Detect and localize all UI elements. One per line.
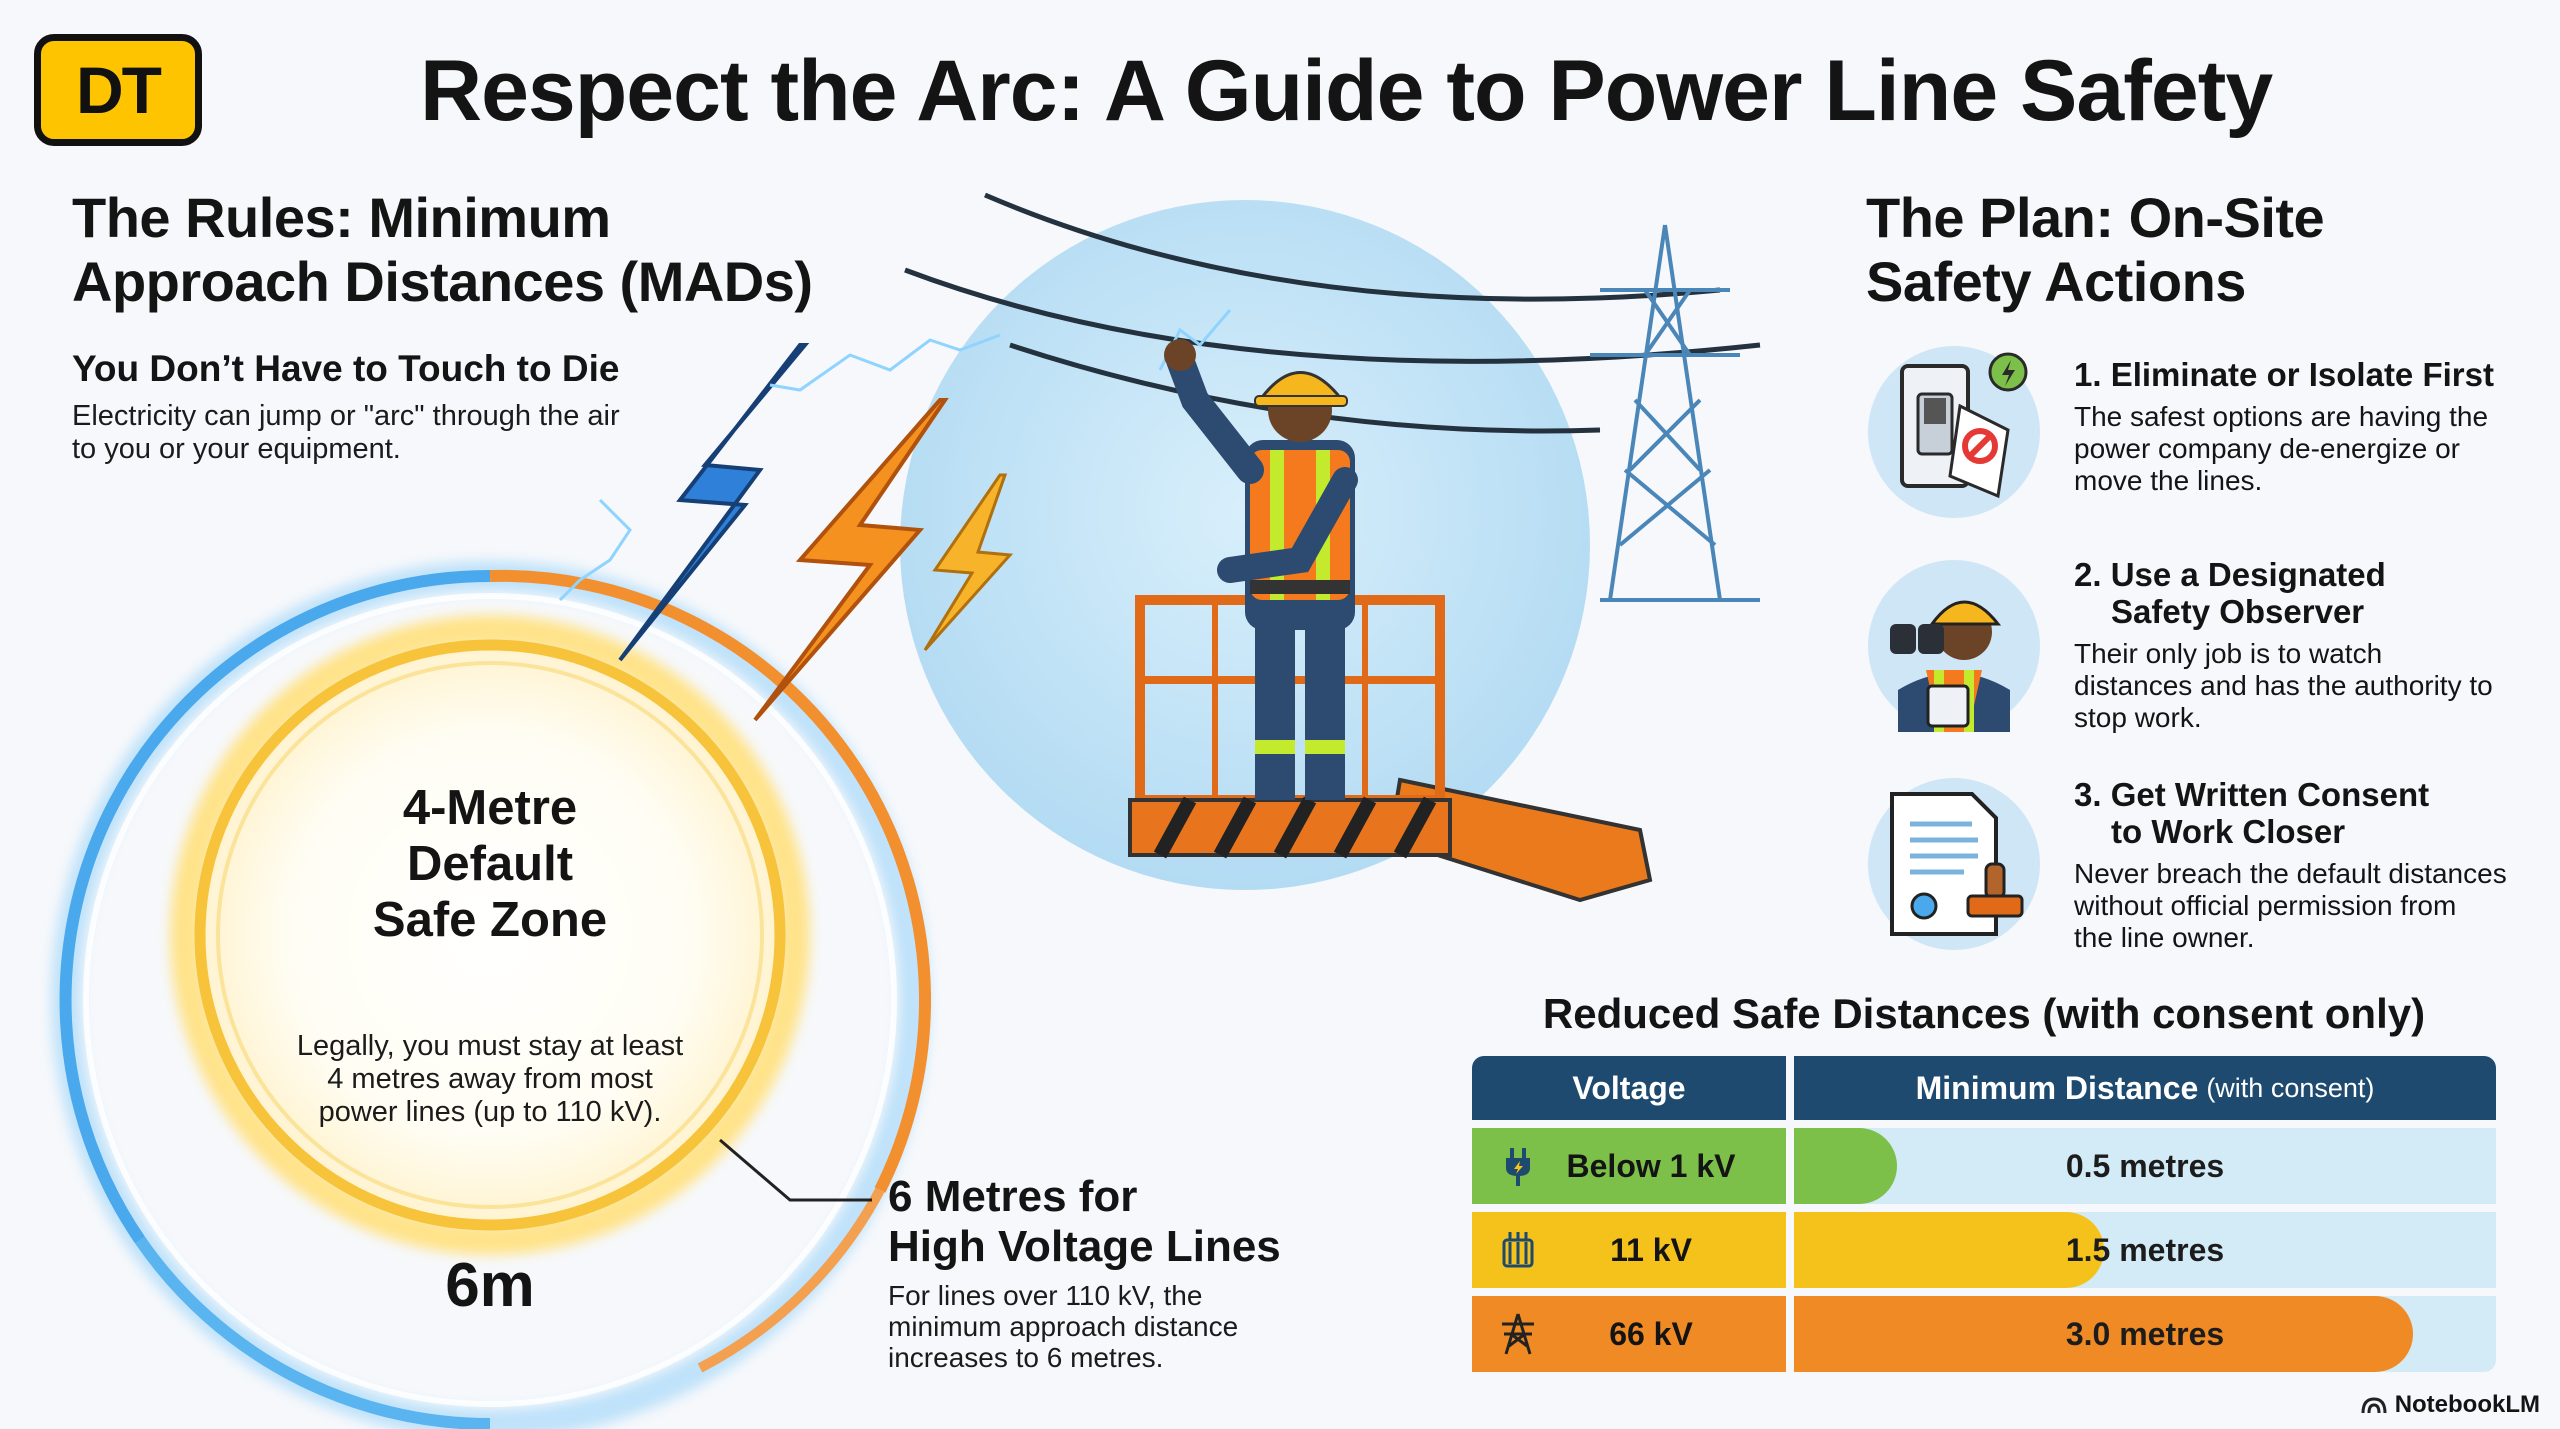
zone-label: 4-Metre Default Safe Zone xyxy=(270,780,710,948)
zone-body-line: Legally, you must stay at least xyxy=(296,1030,684,1062)
high-voltage-body-line: minimum approach distance xyxy=(888,1311,1239,1342)
rules-heading-line: The Rules: Minimum xyxy=(72,186,611,249)
rules-subheading: You Don’t Have to Touch to Die xyxy=(72,348,620,389)
voltage-label: 11 kV xyxy=(1610,1231,1692,1268)
table-header: Voltage Minimum Distance (with consent) xyxy=(1472,1056,2496,1120)
consent-document-icon xyxy=(1868,778,2040,950)
voltage-column-header: Voltage xyxy=(1472,1056,1786,1120)
distance-column-header: Minimum Distance (with consent) xyxy=(1794,1056,2496,1120)
six-metre-label: 6m xyxy=(445,1251,535,1320)
zone-body: Legally, you must stay at least 4 metres… xyxy=(260,1030,720,1129)
high-voltage-heading-line: 6 Metres for xyxy=(888,1172,1138,1221)
distance-cell: 0.5 metres xyxy=(1794,1128,2496,1204)
distance-column-label: Minimum Distance xyxy=(1915,1069,2199,1106)
dt-logo: DT xyxy=(34,34,202,146)
voltage-cell: 11 kV xyxy=(1472,1212,1786,1288)
footer-label: NotebookLM xyxy=(2394,1391,2540,1418)
high-voltage-heading: 6 Metres for High Voltage Lines xyxy=(888,1172,1281,1272)
distance-value: 0.5 metres xyxy=(2065,1147,2225,1184)
high-voltage-heading-line: High Voltage Lines xyxy=(888,1222,1281,1271)
distance-cell: 1.5 metres xyxy=(1794,1212,2496,1288)
six-metre-ring xyxy=(51,561,931,1429)
yellow-lightning-icon xyxy=(923,473,1014,652)
zone-body-line: 4 metres away from most xyxy=(327,1063,653,1095)
table-row: Below 1 kV 0.5 metres xyxy=(1472,1128,2496,1204)
observer-binoculars-icon xyxy=(1868,560,2040,732)
action-title: 3. Get Written Consent xyxy=(2074,776,2430,813)
switch-lockout-icon xyxy=(1868,346,2040,518)
footer-brand: NotebookLM xyxy=(2361,1391,2540,1419)
action-body: Never breach the default distances witho… xyxy=(2074,858,2507,954)
rules-heading: The Rules: Minimum Approach Distances (M… xyxy=(72,186,813,314)
high-voltage-body-line: For lines over 110 kV, the xyxy=(888,1280,1203,1311)
high-voltage-body-line: increases to 6 metres. xyxy=(888,1342,1164,1373)
plan-heading-line: Safety Actions xyxy=(1866,250,2246,313)
distance-bar xyxy=(1794,1128,1898,1204)
action-body-line: without official permission from xyxy=(2074,890,2457,921)
action-body-line: Never breach the default distances xyxy=(2074,858,2507,889)
blue-lightning-icon xyxy=(618,343,810,662)
pointer-line xyxy=(719,1138,872,1202)
distance-bar xyxy=(1794,1296,2414,1372)
notebooklm-icon xyxy=(2361,1397,2387,1414)
action-title: Safety Observer xyxy=(2111,593,2365,630)
action-2: 2. Use a Designated Safety Observer Thei… xyxy=(2074,556,2493,734)
distance-table: Voltage Minimum Distance (with consent) … xyxy=(1472,1056,2496,1372)
zone-label-line: Safe Zone xyxy=(372,893,608,947)
rules-body: Electricity can jump or "arc" through th… xyxy=(72,400,620,466)
distance-column-note: (with consent) xyxy=(2206,1072,2375,1103)
zone-label-line: Default xyxy=(406,837,574,891)
voltage-cell: 66 kV xyxy=(1472,1296,1786,1372)
four-metre-zone xyxy=(170,615,810,1255)
table-row: 66 kV 3.0 metres xyxy=(1472,1296,2496,1372)
action-title: to Work Closer xyxy=(2111,813,2346,850)
action-body-line: stop work. xyxy=(2074,702,2202,733)
lineworker-figure xyxy=(1164,339,1358,800)
action-body: The safest options are having the power … xyxy=(2074,401,2494,497)
action-body-line: move the lines. xyxy=(2074,465,2263,496)
action-body-line: the line owner. xyxy=(2074,922,2255,953)
zone-body-line: power lines (up to 110 kV). xyxy=(318,1096,662,1128)
action-body-line: The safest options are having the xyxy=(2074,401,2489,432)
action-body-line: power company de-energize or xyxy=(2074,433,2460,464)
plan-heading-line: The Plan: On-Site xyxy=(1866,186,2325,249)
action-title: 2. Use a Designated xyxy=(2074,556,2386,593)
rules-body-line: to you or your equipment. xyxy=(72,433,401,465)
pylon-icon xyxy=(1496,1312,1540,1356)
distance-value: 1.5 metres xyxy=(2065,1231,2225,1268)
action-body-line: distances and has the authority to xyxy=(2074,670,2493,701)
table-row: 11 kV 1.5 metres xyxy=(1472,1212,2496,1288)
voltage-label: Below 1 kV xyxy=(1566,1147,1736,1184)
plan-heading: The Plan: On-Site Safety Actions xyxy=(1866,186,2325,314)
voltage-cell: Below 1 kV xyxy=(1472,1128,1786,1204)
action-title: 1. Eliminate or Isolate First xyxy=(2074,356,2494,393)
page-title: Respect the Arc: A Guide to Power Line S… xyxy=(420,43,2273,139)
voltage-label: 66 kV xyxy=(1609,1315,1693,1352)
action-body-line: Their only job is to watch xyxy=(2074,638,2383,669)
action-3: 3. Get Written Consent to Work Closer Ne… xyxy=(2074,776,2507,954)
action-1: 1. Eliminate or Isolate First The safest… xyxy=(2074,356,2494,497)
distance-bar xyxy=(1794,1212,2104,1288)
zone-label-line: 4-Metre xyxy=(402,781,578,835)
plug-icon xyxy=(1496,1144,1540,1188)
transformer-icon xyxy=(1496,1228,1540,1272)
rules-body-line: Electricity can jump or "arc" through th… xyxy=(72,400,620,432)
transmission-tower-icon xyxy=(1590,224,1760,602)
table-title: Reduced Safe Distances (with consent onl… xyxy=(1542,990,2426,1037)
distance-cell: 3.0 metres xyxy=(1794,1296,2496,1372)
distance-value: 3.0 metres xyxy=(2065,1315,2225,1352)
rules-heading-line: Approach Distances (MADs) xyxy=(72,250,813,313)
orange-lightning-icon xyxy=(753,398,949,722)
voltage-column-label: Voltage xyxy=(1572,1069,1686,1106)
action-body: Their only job is to watch distances and… xyxy=(2074,638,2493,734)
high-voltage-body: For lines over 110 kV, the minimum appro… xyxy=(888,1280,1238,1373)
